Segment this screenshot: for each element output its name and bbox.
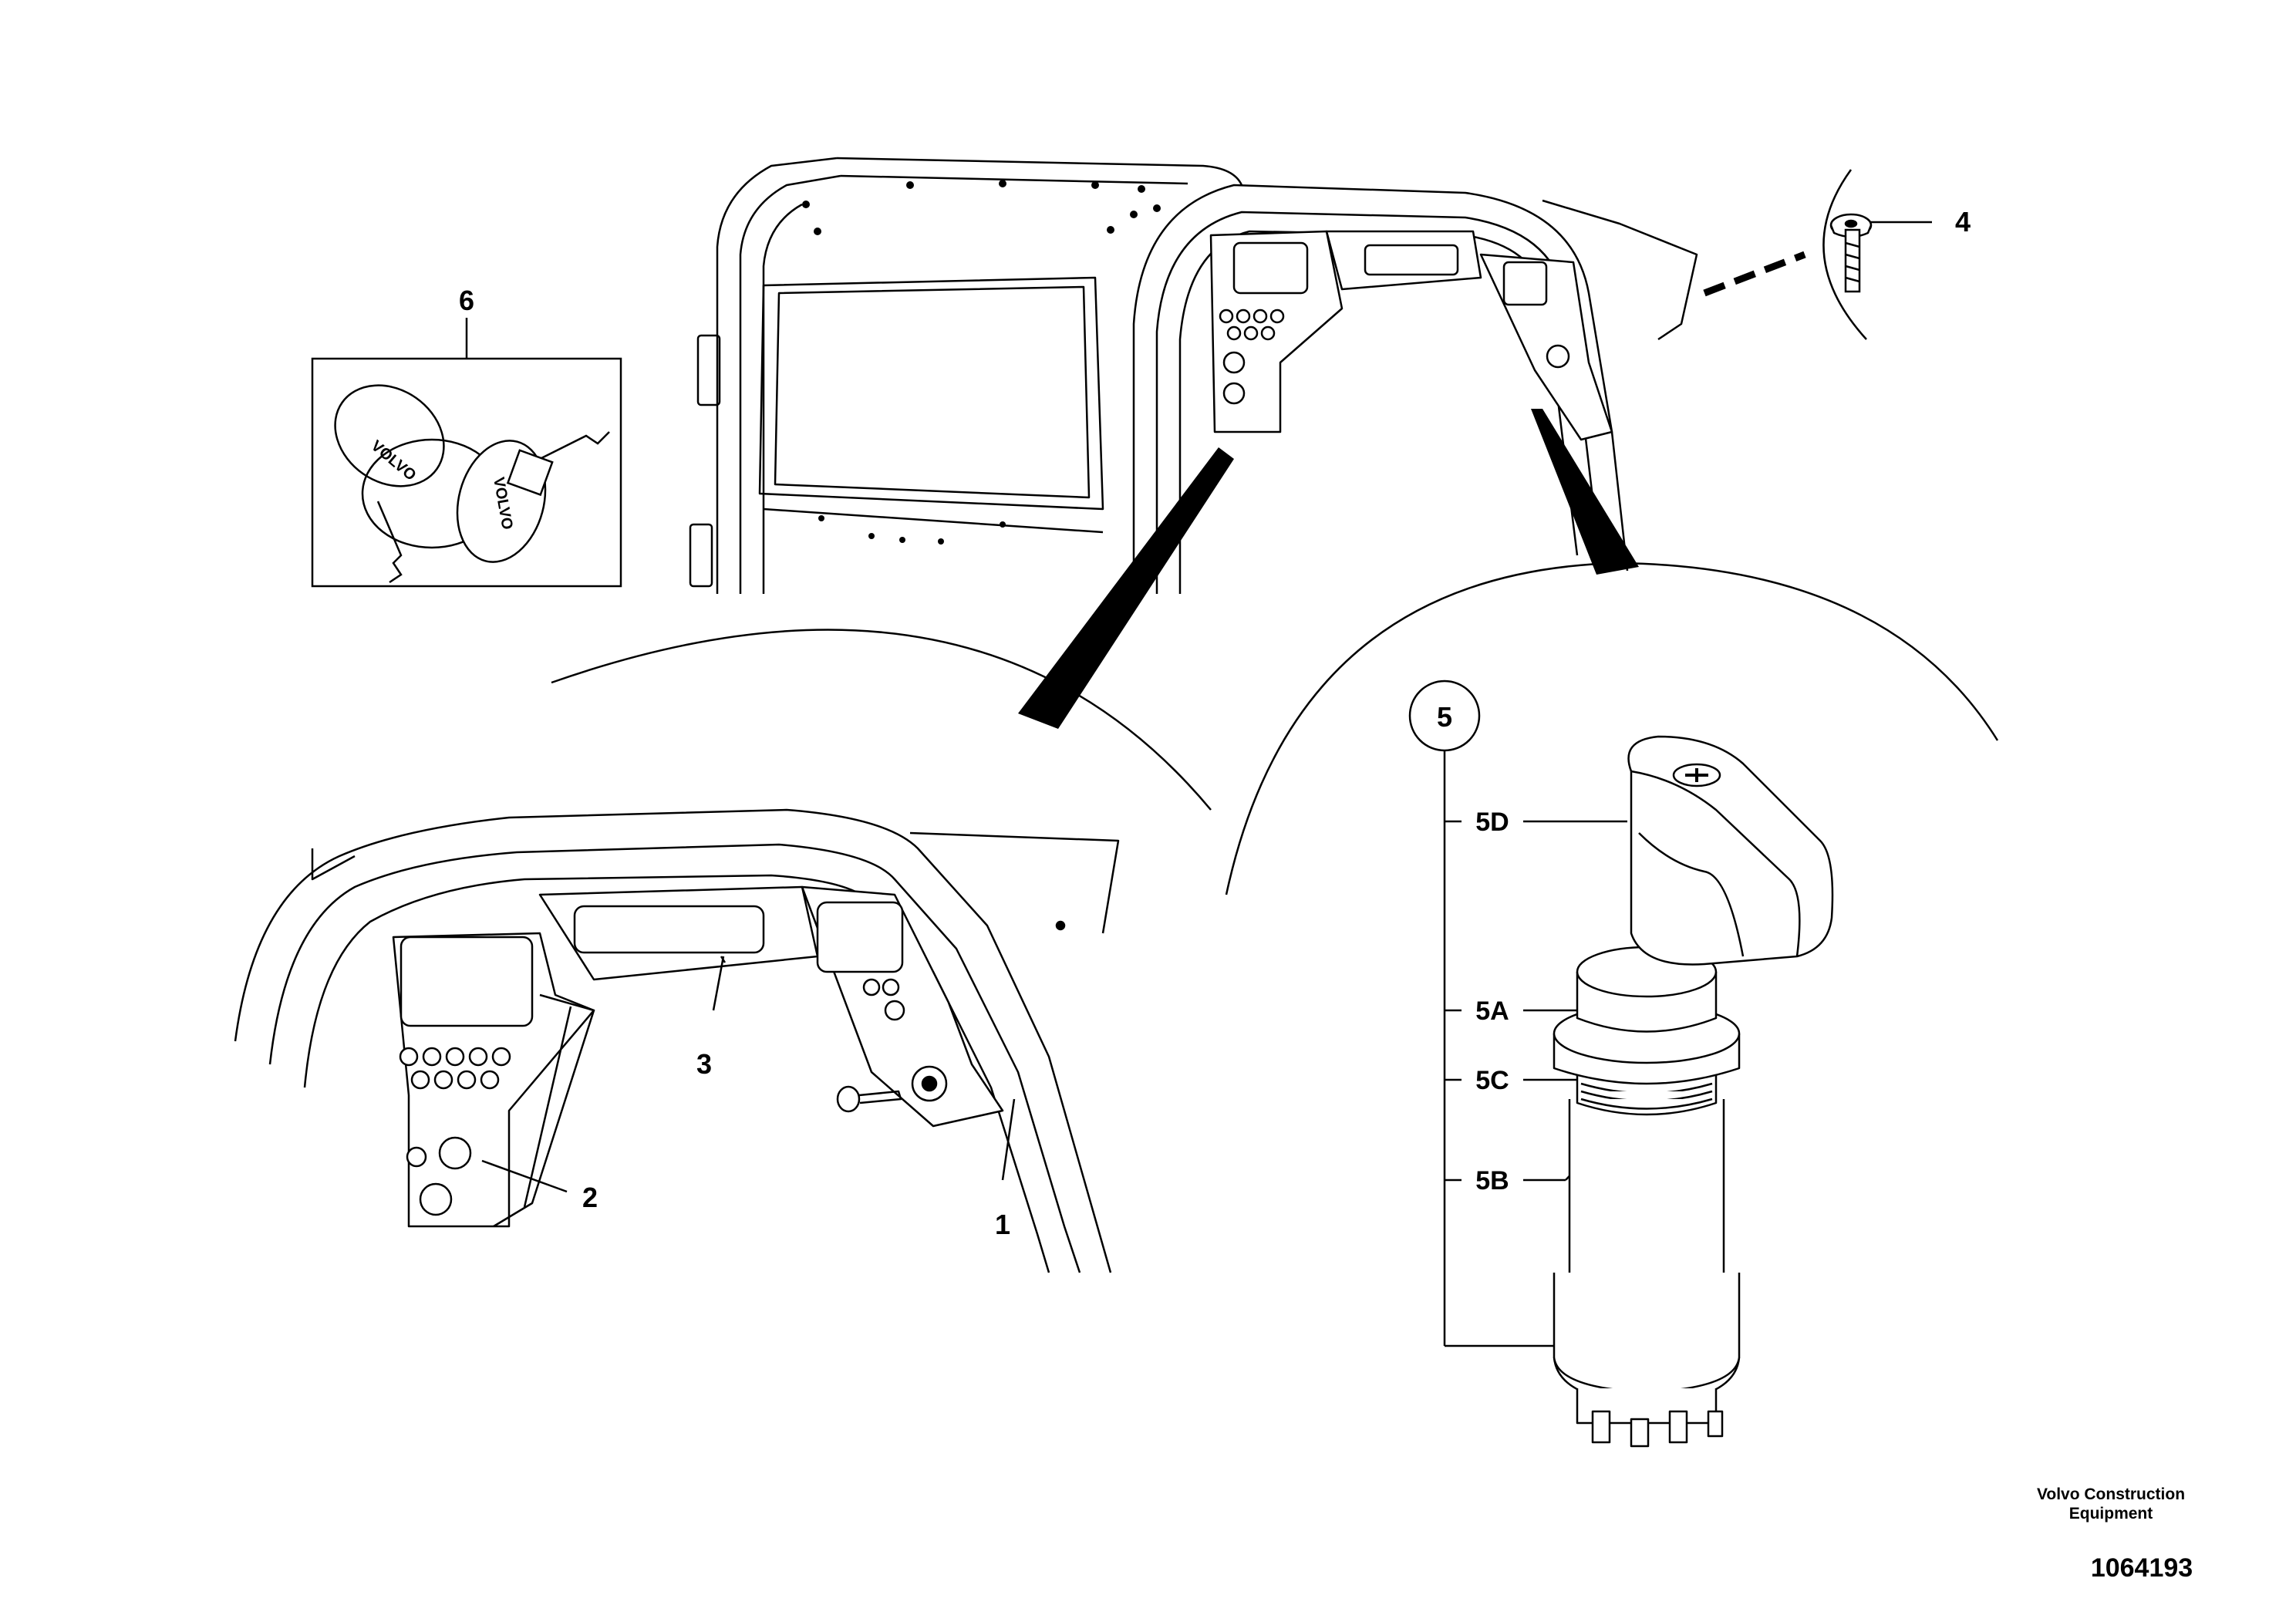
switch-knob-icon-2 <box>419 1182 453 1216</box>
screw-icon <box>1829 213 1873 293</box>
dashboard-detail <box>234 629 1212 1273</box>
callout-5D: 5D <box>1475 808 1509 837</box>
callout-3: 3 <box>696 1048 712 1080</box>
callout-6: 6 <box>459 285 474 316</box>
callout-5B: 5B <box>1475 1166 1509 1195</box>
company-name: Volvo Construction Equipment <box>2026 1485 2196 1523</box>
callout-2: 2 <box>582 1182 598 1213</box>
callout-4: 4 <box>1955 206 1971 238</box>
indicator-lights <box>399 1047 511 1090</box>
cab-dashboard-small <box>1209 230 1613 441</box>
company-line-2: Equipment <box>2068 1505 2153 1523</box>
wrench-symbol-icon <box>1672 763 1721 787</box>
callout-5: 5 <box>1437 701 1452 733</box>
rotary-switch-icon <box>1553 735 1834 1448</box>
leaders-left <box>481 956 1016 1193</box>
drawing-number: 1064193 <box>2090 1553 2193 1583</box>
callout-labels: 1 2 3 4 5 5A 5B 5C 5D 6 <box>459 206 1971 1240</box>
switch-knob-icon <box>438 1136 472 1170</box>
callout-5C: 5C <box>1475 1066 1509 1095</box>
detail-wedges <box>1018 409 1639 729</box>
callout-1: 1 <box>995 1209 1010 1240</box>
keys-detail: VOLVO VOLVO <box>311 318 622 588</box>
leader-to-screw <box>1703 251 1806 297</box>
ignition-switch-detail <box>1225 561 1999 1448</box>
callout-5A: 5A <box>1475 996 1509 1026</box>
company-line-1: Volvo Construction <box>2036 1485 2186 1503</box>
key-small-icon <box>836 1085 902 1113</box>
screw-detail <box>1822 169 1932 340</box>
key-icon <box>334 384 610 584</box>
